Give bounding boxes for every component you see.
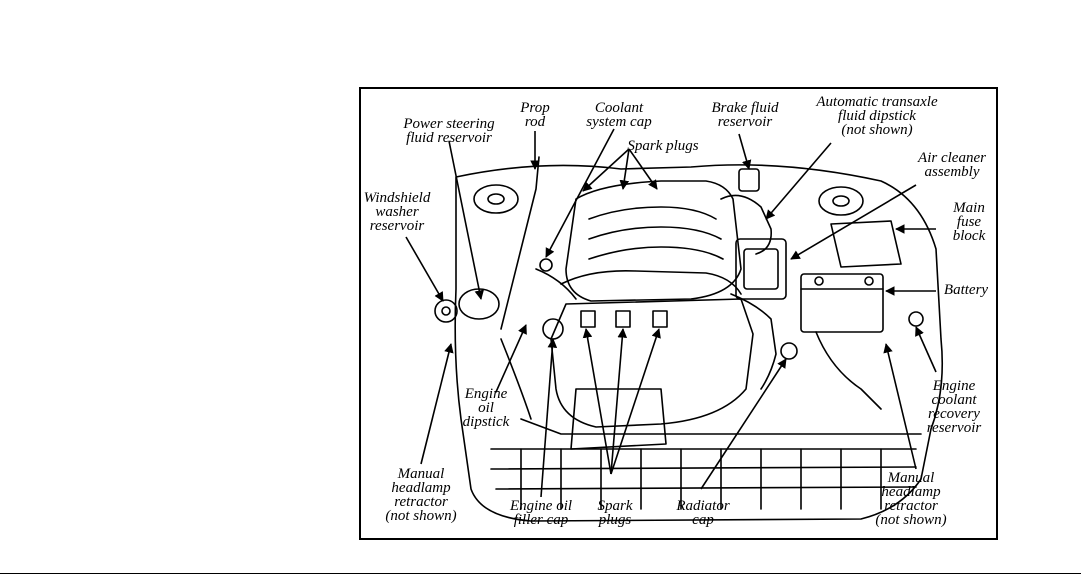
leader-air-cleaner xyxy=(790,184,917,260)
label-air-cleaner: Air cleaner assembly xyxy=(918,150,986,180)
label-headlamp-retractor-right: Manual headlamp retractor (not shown) xyxy=(875,470,947,528)
label-spark-plugs-top: Spark plugs xyxy=(627,138,699,154)
leader-windshield xyxy=(405,236,444,302)
leader-coolant-cap xyxy=(545,128,615,258)
leader-headlamp-left xyxy=(420,343,454,465)
label-windshield-washer: Windshield washer reservoir xyxy=(363,190,431,234)
engine-compartment-illustration xyxy=(405,128,944,522)
label-main-fuse-block: Main fuse block xyxy=(952,200,986,244)
page-bottom-rule xyxy=(0,573,1081,574)
label-prop-rod: Prop rod xyxy=(520,100,550,130)
leader-spark-bottom-3 xyxy=(610,328,661,475)
leader-spark-bottom-1 xyxy=(582,328,612,475)
leader-engine-oil-dipstick xyxy=(495,324,527,393)
label-battery: Battery xyxy=(943,282,989,298)
leader-power-steering xyxy=(448,140,484,300)
leader-headlamp-right xyxy=(883,343,917,470)
leader-spark-bottom-2 xyxy=(610,328,628,475)
leader-coolant-recovery xyxy=(915,326,937,373)
label-engine-coolant-recovery: Engine coolant recovery reservoir xyxy=(926,378,982,436)
label-engine-oil-dipstick: Engine oil dipstick xyxy=(462,386,510,430)
label-brake-fluid: Brake fluid reservoir xyxy=(711,100,779,130)
label-headlamp-retractor-left: Manual headlamp retractor (not shown) xyxy=(385,466,457,524)
label-coolant-cap: Coolant system cap xyxy=(586,100,652,130)
leader-spark-top-3 xyxy=(628,148,658,190)
label-engine-oil-filler-cap: Engine oil filler cap xyxy=(509,498,573,528)
engine-diagram-frame: Power steering fluid reservoir Prop rod … xyxy=(359,87,998,540)
leader-transaxle xyxy=(765,142,832,220)
leader-radiator-cap xyxy=(700,358,787,490)
label-radiator-cap: Radiator cap xyxy=(676,498,730,528)
leader-brake xyxy=(738,133,752,170)
leader-spark-top-2 xyxy=(619,148,630,190)
label-power-steering: Power steering fluid reservoir xyxy=(403,116,495,146)
leader-oil-filler xyxy=(540,338,558,498)
label-spark-plugs-bottom: Spark plugs xyxy=(597,498,633,528)
label-transaxle-dipstick: Automatic transaxle fluid dipstick (not … xyxy=(816,94,938,138)
leader-spark-top-1 xyxy=(582,148,630,192)
